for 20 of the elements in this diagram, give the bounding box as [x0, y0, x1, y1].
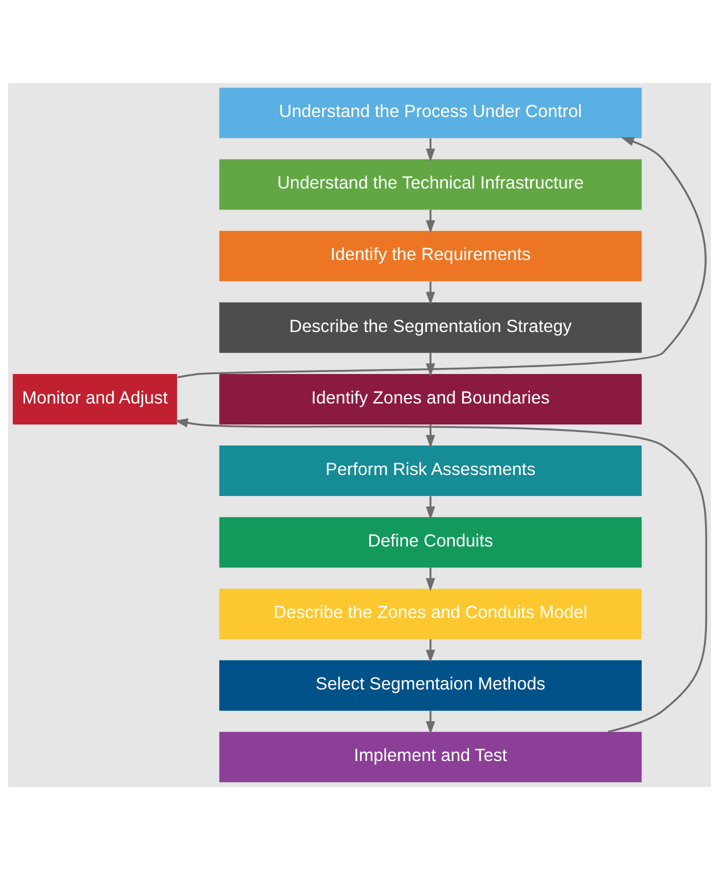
arrow — [426, 496, 436, 520]
arrow — [174, 418, 708, 732]
node-box: Perform Risk Assessments — [219, 445, 642, 496]
node-box: Identify Zones and Boundaries — [219, 373, 642, 424]
arrow — [426, 209, 436, 233]
arrow — [426, 710, 436, 734]
node-box: Understand the Process Under Control — [219, 87, 642, 138]
arrow — [426, 424, 436, 448]
arrow — [426, 638, 436, 662]
node-box: Describe the Zones and Conduits Model — [219, 588, 642, 639]
arrow — [426, 138, 436, 162]
arrow — [426, 567, 436, 591]
node-box: Describe the Segmentation Strategy — [219, 302, 642, 352]
node-box: Monitor and Adjust — [12, 373, 178, 424]
node-box: Implement and Test — [219, 731, 642, 782]
node-box: Select Segmentaion Methods — [219, 660, 642, 710]
node-box: Define Conduits — [219, 516, 642, 568]
node-box: Understand the Technical Infrastructure — [219, 158, 642, 210]
arrow — [426, 280, 436, 304]
node-box: Identify the Requirements — [219, 230, 642, 281]
